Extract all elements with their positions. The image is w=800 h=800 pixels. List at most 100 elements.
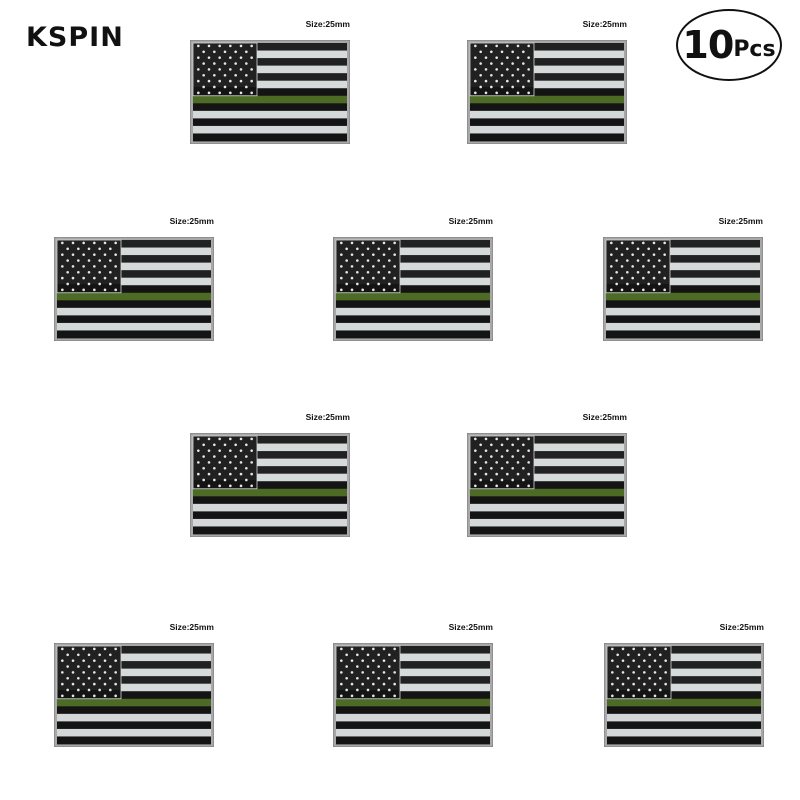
star <box>245 466 248 470</box>
star <box>223 73 227 77</box>
light-stripe <box>336 728 490 737</box>
star <box>388 665 391 668</box>
star <box>71 276 75 280</box>
star <box>474 79 477 83</box>
star <box>202 62 205 65</box>
thin-green-line <box>606 292 760 301</box>
dark-stripe <box>336 691 490 700</box>
star <box>490 478 493 482</box>
star <box>366 688 370 692</box>
dark-stripe <box>193 103 347 112</box>
star <box>479 62 482 65</box>
star <box>340 241 343 245</box>
quantity-badge: 10 Pcs <box>676 9 782 81</box>
star <box>372 253 375 256</box>
star <box>637 688 641 692</box>
star <box>103 253 107 256</box>
star <box>98 688 101 692</box>
star <box>643 694 646 698</box>
star <box>114 682 117 686</box>
light-stripe <box>470 473 624 482</box>
star <box>516 461 520 464</box>
star <box>659 676 662 680</box>
star <box>66 259 69 262</box>
star <box>506 56 509 59</box>
star <box>627 676 630 680</box>
dark-stripe <box>57 736 211 745</box>
star <box>207 461 211 464</box>
star <box>61 647 64 651</box>
star <box>98 247 101 251</box>
star <box>616 665 619 668</box>
star <box>516 68 520 71</box>
star <box>345 259 348 262</box>
gloss-highlight <box>57 240 211 285</box>
star <box>632 682 635 686</box>
star <box>388 247 391 251</box>
star <box>377 676 380 680</box>
star <box>506 79 509 83</box>
gloss-highlight <box>57 646 211 691</box>
star <box>474 68 477 71</box>
star <box>490 466 493 470</box>
star <box>109 665 112 668</box>
star <box>377 282 380 286</box>
star <box>653 682 657 686</box>
star <box>490 443 493 447</box>
star <box>350 659 354 662</box>
star <box>495 44 498 48</box>
flag-pin-image <box>604 643 764 747</box>
star <box>610 265 613 268</box>
light-stripe <box>470 50 624 59</box>
star <box>103 276 107 280</box>
star <box>516 79 520 83</box>
dark-stripe <box>336 270 490 279</box>
star <box>361 276 364 280</box>
star <box>71 682 75 686</box>
star <box>506 68 509 71</box>
star <box>239 449 243 452</box>
star <box>218 68 221 71</box>
dark-stripe <box>193 43 347 51</box>
thin-green-line <box>57 292 211 301</box>
light-stripe <box>607 713 761 722</box>
star <box>474 472 477 476</box>
star <box>213 443 216 447</box>
star <box>631 276 634 280</box>
star <box>372 659 375 662</box>
star <box>202 478 205 482</box>
star <box>637 653 641 657</box>
star <box>610 253 613 256</box>
dark-stripe <box>336 721 490 730</box>
dark-stripe <box>57 661 211 670</box>
star <box>207 44 211 48</box>
star <box>484 79 488 83</box>
dark-stripe <box>57 285 211 294</box>
dark-stripe <box>57 691 211 700</box>
star <box>61 265 64 268</box>
star <box>61 288 64 292</box>
star <box>626 270 629 274</box>
star <box>350 276 354 280</box>
star <box>382 253 386 256</box>
dark-stripe <box>606 330 760 339</box>
star <box>340 647 343 651</box>
dark-stripe <box>470 73 624 82</box>
dark-stripe <box>606 315 760 324</box>
star <box>653 659 657 662</box>
dark-stripe <box>57 240 211 248</box>
star <box>82 288 85 292</box>
star <box>223 455 227 458</box>
star <box>87 653 91 657</box>
star <box>511 478 514 482</box>
star <box>66 247 69 251</box>
star <box>511 62 514 65</box>
star <box>213 478 216 482</box>
star <box>103 694 107 698</box>
dark-stripe <box>57 330 211 339</box>
star <box>245 50 248 54</box>
star <box>643 671 646 674</box>
thin-green-line <box>470 95 624 104</box>
star <box>495 91 498 95</box>
star <box>393 253 396 256</box>
